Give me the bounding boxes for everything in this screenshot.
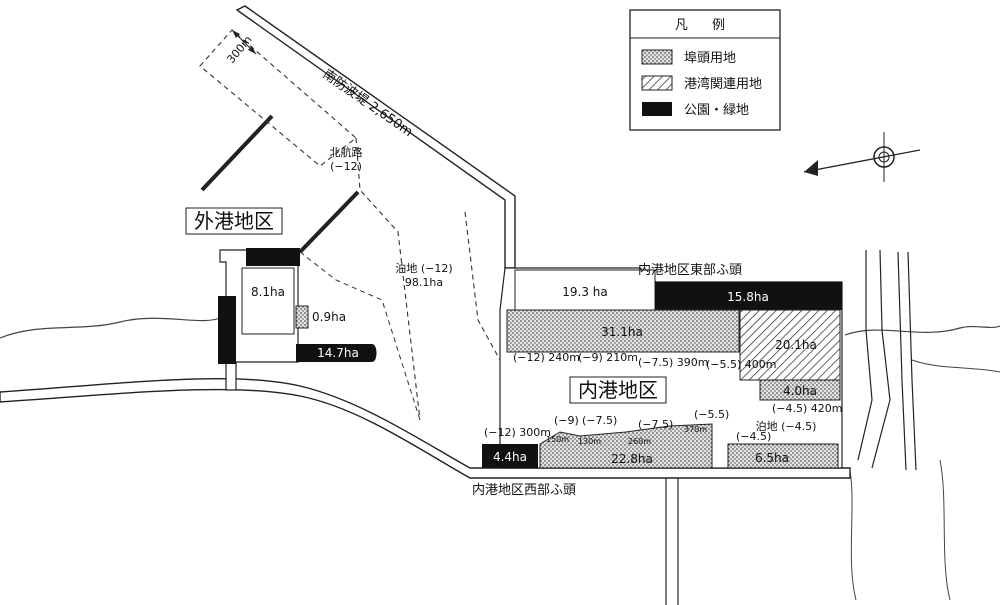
anchorage-small-label: 泊地 (−4.5)	[756, 420, 817, 433]
canal-east-1	[897, 251, 907, 471]
area-4-4: 4.4ha	[493, 450, 527, 464]
coastline-west	[0, 317, 221, 339]
lot-20-1	[739, 309, 841, 381]
lot-6-5	[727, 443, 839, 469]
anchorage-main-label: 泊地 (−12)	[395, 262, 452, 275]
berth-2: (−9) 210m	[578, 351, 638, 364]
outer-lot-0-9	[295, 305, 309, 329]
berth-8: (−7.5)	[582, 414, 617, 427]
area-20-1: 20.1ha	[775, 338, 817, 352]
outer-district-label: 外港地区	[194, 209, 274, 233]
berth-len-3: 260m	[628, 437, 651, 446]
outer-park-14-7	[296, 344, 377, 362]
lot-15-8-park	[655, 282, 842, 310]
legend-label-related: 港湾関連用地	[684, 76, 762, 92]
dimension-arrow-bottom	[248, 46, 256, 54]
berth-9: (−7.5)	[638, 418, 673, 431]
area-8-1: 8.1ha	[251, 285, 285, 299]
outer-park-strip	[246, 248, 300, 266]
inner-district-label: 内港地区	[578, 378, 658, 402]
inner-east-pier-label: 内港地区東部ふ頭	[638, 262, 742, 278]
north-arrow-icon	[803, 132, 921, 182]
area-31-1: 31.1ha	[601, 325, 643, 339]
legend-swatch-dots	[641, 49, 673, 65]
berth-7: (−9)	[554, 414, 579, 427]
offshore-breakwater-1	[200, 114, 274, 192]
channel-dashed-2	[299, 251, 421, 421]
berth-len-1: 150m	[546, 435, 569, 444]
berth-5: (−4.5) 420m	[772, 402, 843, 415]
coastline-east-2	[911, 359, 1000, 373]
legend-label-park: 公園・緑地	[684, 103, 749, 118]
area-0-9: 0.9ha	[312, 310, 346, 324]
lot-19-3	[514, 269, 656, 311]
lot-31-1	[506, 309, 740, 353]
area-15-8: 15.8ha	[727, 290, 769, 304]
north-channel-label: 北航路	[330, 145, 363, 159]
berth-3: (−7.5) 390m	[638, 356, 709, 369]
area-6-5: 6.5ha	[755, 451, 789, 465]
inner-district-box	[569, 376, 667, 404]
lot-4-0	[759, 379, 841, 401]
legend-label-pier: 埠頭用地	[684, 51, 736, 66]
berth-len-4: 370m	[684, 425, 707, 434]
area-19-3: 19.3 ha	[562, 285, 608, 299]
berth-11: (−4.5)	[736, 430, 771, 443]
lot-22-8	[539, 423, 713, 469]
anchorage-main-area: 98.1ha	[405, 276, 443, 289]
berth-6: (−12) 300m	[484, 426, 551, 439]
offshore-breakwater-2	[298, 190, 360, 254]
dimension-arrow-top	[232, 30, 240, 38]
river-east-a	[857, 250, 873, 461]
lot-4-4-park	[482, 444, 538, 468]
outer-lot-8-1	[241, 267, 295, 335]
berth-len-2: 130m	[578, 437, 601, 446]
area-14-7: 14.7ha	[317, 346, 359, 360]
inner-west-pier-label: 内港地区西部ふ頭	[472, 482, 576, 498]
legend-title: 凡 例	[675, 18, 735, 33]
berth-10: (−5.5)	[694, 408, 729, 421]
river-south-east	[849, 459, 951, 601]
legend-swatch-solid	[642, 102, 672, 116]
outer-district-box	[185, 207, 283, 235]
area-4-0: 4.0ha	[783, 384, 817, 398]
berth-1: (−12) 240m	[513, 351, 580, 364]
coastline-east	[844, 325, 1000, 336]
north-channel-depth: (−12)	[330, 160, 362, 173]
river-east-b	[871, 249, 891, 469]
outer-park-west	[218, 296, 236, 364]
area-22-8: 22.8ha	[611, 452, 653, 466]
berth-4: (−5.5) 400m	[706, 358, 777, 371]
breakwater-label: 南防波堤 2,650m	[320, 66, 416, 140]
canal-east-2	[907, 251, 917, 471]
north-channel-boundary	[199, 29, 357, 167]
legend-swatch-hatch	[641, 75, 673, 91]
legend: 凡 例 埠頭用地 港湾関連用地 公園・緑地	[629, 9, 781, 131]
